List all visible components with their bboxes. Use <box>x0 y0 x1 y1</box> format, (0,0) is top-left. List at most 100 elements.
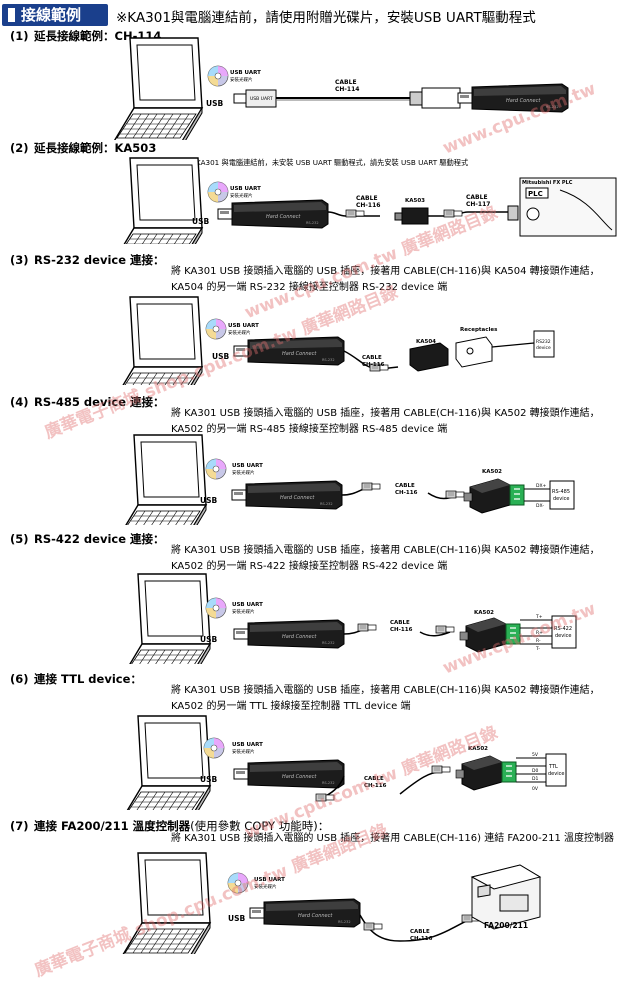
wiring-diagram-3: USB UART 安裝光碟片 USB CABLE CH-116 KA504 Re… <box>109 296 555 385</box>
section-title: (4)RS-485 device 連接： <box>10 395 165 409</box>
t-plus-label: T+ <box>535 614 543 620</box>
ka301-dongle-icon <box>217 199 329 229</box>
ch114-label: CH-114 <box>335 86 359 93</box>
ch116-label: CH-116 <box>395 490 418 496</box>
section-description: 將 KA301 USB 接頭插入電腦的 USB 插座，接著用 CABLE(CH-… <box>171 685 600 712</box>
cd-icon <box>203 737 225 759</box>
cable-label: CABLE <box>335 79 357 86</box>
rs422-label: RS-422 <box>554 626 572 632</box>
cable-label: CABLE <box>410 929 430 935</box>
badge-label: 接線範例 <box>21 6 82 24</box>
plc-label: PLC <box>528 190 543 198</box>
section-badge: 接線範例 <box>2 4 108 26</box>
ka502-icon <box>463 478 525 514</box>
plug-icon <box>315 793 335 802</box>
svg-text:device: device <box>555 633 571 639</box>
section-2: (2)延長接線範例：KA503 USB UART 安裝光碟片 USB CABLE… <box>0 140 631 244</box>
cd-sub-label: 安裝光碟片 <box>232 748 255 755</box>
ka504-label: KA504 <box>416 339 436 345</box>
laptop-icon <box>117 852 211 954</box>
ka502-label: KA502 <box>468 746 488 752</box>
ka301-dongle-icon <box>233 759 345 789</box>
dx-plus-label: DX+ <box>536 483 547 489</box>
vcc-label: 5V <box>532 752 539 758</box>
section-title: (7)連接 FA200/211 溫度控制器(使用參數 COPY 功能時)： <box>10 819 330 833</box>
d1-label: D1 <box>532 776 538 782</box>
cable-label: CABLE <box>395 483 415 489</box>
wiring-diagram-5: USB UART 安裝光碟片 USB CABLE CH-116 KA502 T+… <box>117 573 577 664</box>
plug-icon <box>445 490 465 499</box>
svg-text:device: device <box>536 345 551 351</box>
cd-sub-label: 安裝光碟片 <box>230 76 253 83</box>
cable-label: CABLE <box>390 620 410 626</box>
section-title: (5)RS-422 device 連接： <box>10 532 165 546</box>
usb-uart-label: USB UART <box>232 463 263 469</box>
install-note: ※KA301 與電腦連結前，未安裝 USB UART 驅動程式，請先安裝 USB… <box>190 158 469 167</box>
ka502-icon <box>459 617 521 653</box>
section-3: (3)RS-232 device 連接： 將 KA301 USB 接頭插入電腦的… <box>0 249 631 385</box>
fa200-label: FA200/211 <box>484 921 528 930</box>
ttl-label: TTL <box>548 764 558 770</box>
r-plus-label: R+ <box>536 630 543 636</box>
wiring-diagram-2: USB UART 安裝光碟片 USB CABLE CH-116 KA503 CA… <box>109 157 617 244</box>
ka301-dongle-icon <box>233 619 345 649</box>
usb-label: USB <box>228 914 245 923</box>
cd-sub-label: 安裝光碟片 <box>230 192 253 199</box>
usb-uart-label: USB UART <box>254 877 285 883</box>
ch116-label: CH-116 <box>356 202 380 209</box>
cd-icon <box>207 65 229 87</box>
plug-icon <box>357 623 377 632</box>
cable-label: CABLE <box>362 355 382 361</box>
cd-sub-label: 安裝光碟片 <box>232 469 255 476</box>
rs232-device-label: RS232 <box>536 339 551 345</box>
gnd-label: 0V <box>532 786 539 792</box>
section-description: 將 KA301 USB 接頭插入電腦的 USB 插座，接著用 CABLE(CH-… <box>171 408 600 435</box>
t-minus-label: T- <box>535 646 540 652</box>
r-minus-label: R- <box>536 638 541 644</box>
section-title: (3)RS-232 device 連接： <box>10 253 165 267</box>
wiring-diagram-6: USB UART 安裝光碟片 USB CABLE CH-116 KA502 5V… <box>117 715 567 810</box>
plug-icon <box>435 625 455 634</box>
cd-icon <box>207 181 229 203</box>
cd-sub-label: 安裝光碟片 <box>228 329 251 336</box>
usb-label: USB <box>192 217 209 226</box>
usb-uart-label: USB UART <box>232 742 263 748</box>
section-description: 將 KA301 USB 接頭插入電腦的 USB 插座，接著用 CABLE(CH-… <box>171 545 600 572</box>
cd-icon <box>205 458 227 480</box>
cd-sub-label: 安裝光碟片 <box>232 608 255 615</box>
laptop-icon <box>117 715 211 810</box>
wiring-diagram-4: USB UART 安裝光碟片 USB CABLE CH-116 KA502 DX… <box>113 434 575 525</box>
usb-uart-label: USB UART <box>232 602 263 608</box>
laptop-icon <box>109 157 203 244</box>
laptop-icon <box>113 434 207 525</box>
ch116-label: CH-116 <box>362 362 385 368</box>
plug-icon <box>345 209 365 218</box>
plug-icon <box>363 922 383 931</box>
section-description: 將 KA301 USB 接頭插入電腦的 USB 插座，接著用 CABLE(CH-… <box>171 266 600 293</box>
cd-sub-label: 安裝光碟片 <box>254 883 277 890</box>
header-note: ※KA301與電腦連結前，請使用附贈光碟片，安裝USB UART驅動程式 <box>116 10 536 26</box>
page-header: 接線範例 ※KA301與電腦連結前，請使用附贈光碟片，安裝USB UART驅動程… <box>0 0 631 30</box>
section-5: (5)RS-422 device 連接： 將 KA301 USB 接頭插入電腦的… <box>0 528 631 664</box>
ka502-icon <box>455 755 517 791</box>
ch116-label: CH-116 <box>364 783 387 789</box>
ka301-dongle-icon <box>231 480 343 510</box>
receptacles-label: Receptacles <box>460 327 498 333</box>
ch116-label: CH-116 <box>410 936 433 942</box>
cd-icon <box>205 597 227 619</box>
usb-uart-label: USB UART <box>228 323 259 329</box>
svg-text:device: device <box>553 496 569 502</box>
ch117-label: CH-117 <box>466 201 490 208</box>
usb-label: USB <box>200 635 217 644</box>
cd-icon <box>205 318 227 340</box>
dx-minus-label: DX- <box>536 503 544 509</box>
ka301-dongle-icon <box>457 83 569 113</box>
plug-icon <box>361 482 381 491</box>
ka502-label: KA502 <box>474 610 494 616</box>
ka301-dongle-icon <box>233 336 345 366</box>
usb-uart-label: USB UART <box>230 70 261 76</box>
ka502-label: KA502 <box>482 469 502 475</box>
rs485-label: RS-485 <box>552 489 570 495</box>
usb-uart-label: USB UART <box>230 186 261 192</box>
usb-label: USB <box>200 775 217 784</box>
